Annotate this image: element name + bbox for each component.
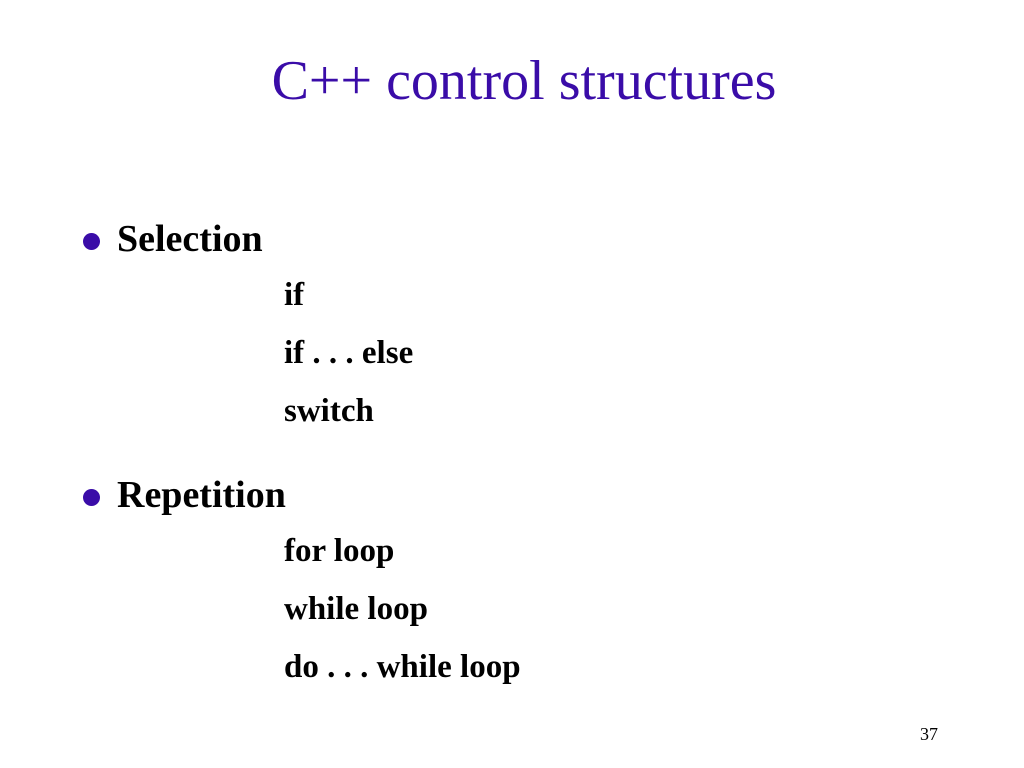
- section-header: Repetition: [80, 470, 940, 522]
- section-selection: Selection if if . . . else switch: [80, 214, 940, 440]
- section-label: Selection: [117, 218, 263, 260]
- bullet-icon: [83, 233, 100, 250]
- list-item: while loop: [284, 591, 428, 627]
- section-header: Selection: [80, 214, 940, 266]
- bullet-icon: [83, 489, 100, 506]
- slide-title: C++ control structures: [271, 50, 777, 112]
- list-item: if . . . else: [284, 335, 414, 371]
- list-item: if: [284, 277, 305, 313]
- repetition-items: for loop while loop do . . . while loop: [80, 522, 940, 696]
- section-label: Repetition: [117, 474, 286, 516]
- list-item: do . . . while loop: [284, 649, 521, 685]
- list-item: for loop: [284, 533, 395, 569]
- page-number: 37: [920, 724, 938, 744]
- section-repetition: Repetition for loop while loop do . . . …: [80, 470, 940, 696]
- list-item: switch: [284, 393, 374, 429]
- selection-items: if if . . . else switch: [80, 266, 940, 440]
